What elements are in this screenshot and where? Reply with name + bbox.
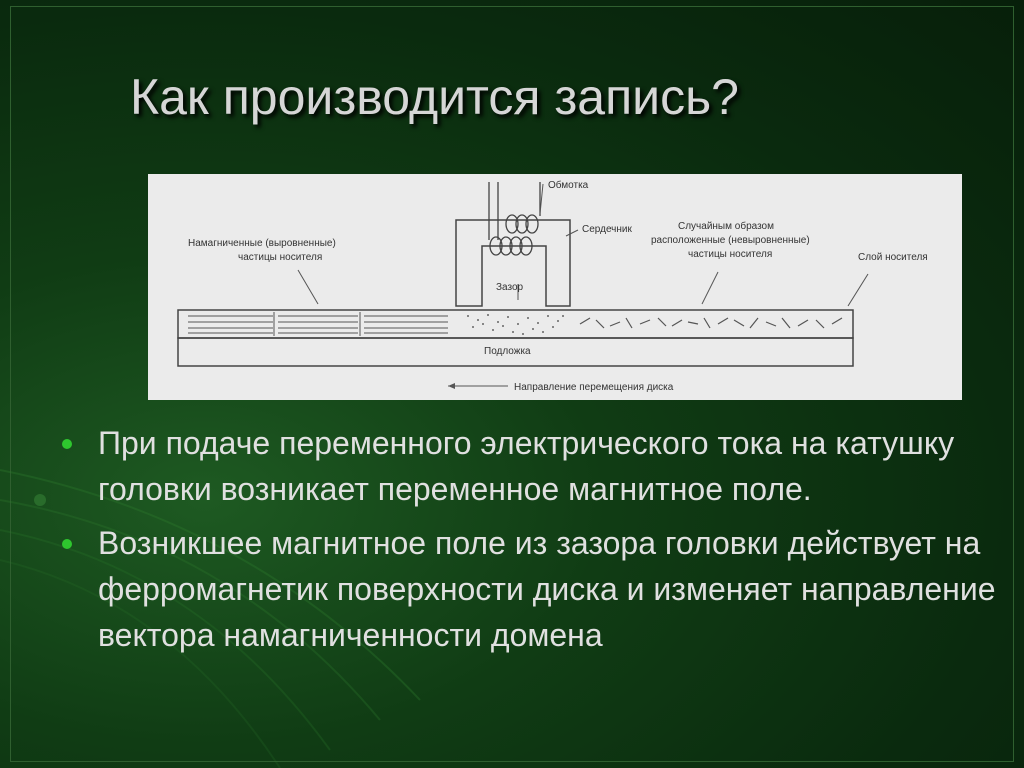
field-dots	[467, 314, 564, 335]
svg-text:Сердечник: Сердечник	[582, 224, 632, 235]
bullet-text: Возникшее магнитное поле из зазора голов…	[98, 525, 996, 653]
random-particles	[579, 317, 843, 329]
slide-frame	[10, 6, 1014, 762]
bullet-item: Возникшее магнитное поле из зазора голов…	[58, 520, 1008, 658]
recording-diagram: Обмотка Сердечник Намагниченные (выровне…	[148, 174, 962, 400]
svg-text:Подложка: Подложка	[484, 346, 531, 357]
bullet-text: При подаче переменного электрического то…	[98, 425, 955, 507]
aligned-particles	[188, 312, 448, 336]
slide-title: Как производится запись?	[130, 69, 739, 125]
substrate	[177, 337, 854, 367]
bullet-list: При подаче переменного электрического то…	[58, 420, 1008, 666]
svg-text:Случайным образом: Случайным образом	[678, 220, 774, 232]
svg-text:Слой носителя: Слой носителя	[858, 252, 928, 263]
bullet-dot-icon	[62, 539, 72, 549]
bullet-item: При подаче переменного электрического то…	[58, 420, 1008, 512]
svg-text:Зазор: Зазор	[496, 282, 524, 293]
coil-icon	[489, 214, 539, 256]
svg-text:расположенные (невыровненные): расположенные (невыровненные)	[651, 235, 810, 246]
svg-text:Направление перемещения диска: Направление перемещения диска	[514, 382, 674, 393]
svg-text:частицы носителя: частицы носителя	[238, 252, 322, 263]
svg-text:частицы носителя: частицы носителя	[688, 249, 772, 260]
bullet-dot-icon	[62, 439, 72, 449]
head-core	[455, 219, 571, 307]
media-layer	[177, 309, 854, 339]
svg-text:Намагниченные (выровненные): Намагниченные (выровненные)	[188, 238, 336, 249]
svg-text:Обмотка: Обмотка	[548, 179, 589, 191]
